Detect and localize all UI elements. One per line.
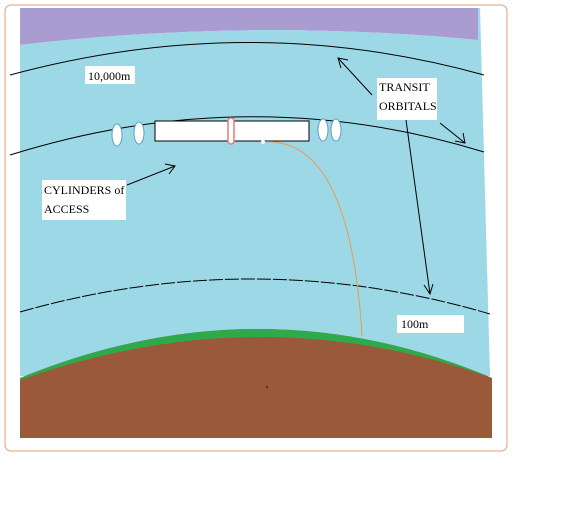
lens-left-inner [133,121,145,145]
label-altitude-low: 100m [401,317,429,331]
lens-right-inner [317,118,329,142]
orbital-line-transit [9,116,485,156]
label-bg-altitude-high [85,66,135,84]
label-altitude-high: 10,000m [88,69,131,83]
cylinder-connector [227,117,235,145]
label-transit-line2: ORBITALS [379,99,437,113]
sky-region [20,8,490,376]
ground-region [20,329,492,438]
cylinder-left [154,120,230,142]
arrow-to-low-orbital [405,119,434,296]
label-bg-cylinders [42,180,126,220]
arrow-to-transit-orbital [439,122,466,144]
lens-right-outer [330,118,342,142]
vegetation-layer [20,329,492,380]
upper-atmosphere-band [20,8,478,45]
orbital-line-10000m [9,42,485,76]
tether-line [261,141,363,337]
ground-marker [266,386,268,388]
tether-anchor [261,140,265,144]
orbital-line-100m [19,278,491,315]
label-transit-line1: TRANSIT [379,80,430,94]
label-bg-altitude-low [397,315,464,333]
cylinder-right [233,120,310,142]
label-cylinders-line1: CYLINDERS of [44,183,124,197]
arrow-to-upper-orbital [337,57,373,96]
arrow-to-cylinders [126,163,176,186]
label-cylinders-line2: ACCESS [44,202,89,216]
label-bg-transit [377,78,437,120]
lens-left-outer [111,123,123,147]
